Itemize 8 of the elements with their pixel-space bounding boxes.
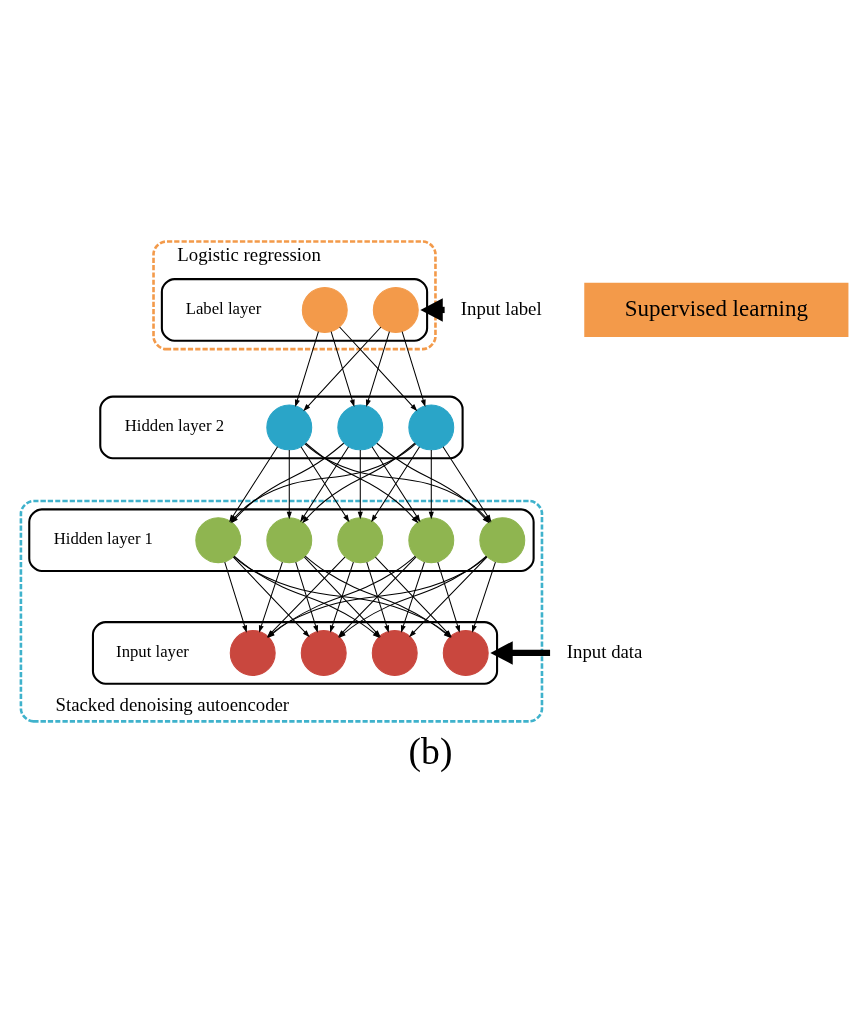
caption: (b) (408, 730, 453, 772)
node-label: Hidden layer 1 (53, 529, 153, 549)
node-label: Input layer (116, 641, 189, 661)
node-text: Input label (460, 297, 542, 319)
node-label: Label layer (185, 298, 262, 318)
node-label: Hidden layer 2 (124, 416, 224, 436)
node-text: Input data (566, 640, 643, 662)
label: Supervised learning (624, 295, 808, 321)
